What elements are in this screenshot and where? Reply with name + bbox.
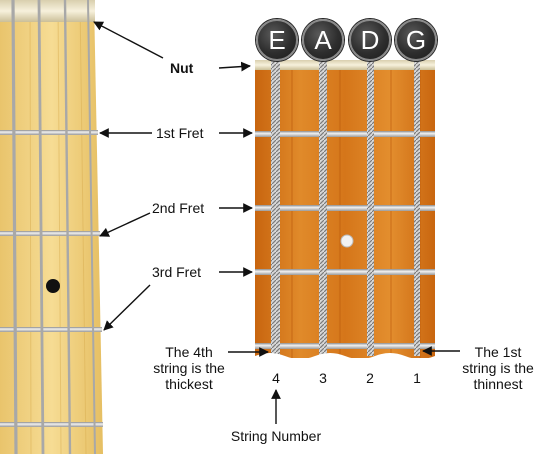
thickest-note: The 4th string is the thickest (148, 344, 230, 392)
string-3 (319, 50, 327, 356)
maple-string-4 (11, 0, 18, 454)
fret1-label: 1st Fret (156, 125, 204, 141)
maple-position-dot (46, 279, 60, 293)
fret2-arrow-left (99, 212, 151, 237)
rosewood-fretboard (255, 50, 435, 362)
note-badge-d: D (349, 19, 391, 61)
nut-label: Nut (170, 60, 194, 76)
thickest-line-3: thickest (165, 376, 213, 392)
maple-fret-2 (0, 231, 100, 236)
maple-string-2 (63, 0, 72, 454)
nut-arrow-left (93, 21, 164, 59)
maple-fret-4 (0, 422, 103, 427)
string-4 (271, 50, 280, 356)
thinnest-note: The 1st string is the thinnest (456, 344, 540, 392)
thickest-line-2: string is the (153, 360, 225, 376)
nut-arrow-right (218, 61, 251, 72)
string-2 (367, 50, 374, 356)
maple-string-1 (87, 0, 96, 454)
rosewood-nut (255, 60, 435, 70)
thinnest-line-2: string is the (462, 360, 534, 376)
callout-arrows (93, 21, 460, 424)
string-1 (414, 50, 420, 356)
maple-fingerboard (0, 0, 103, 454)
torn-edge (255, 353, 435, 362)
fret2-label: 2nd Fret (152, 200, 205, 216)
maple-nut (0, 0, 95, 22)
note-badge-g: G (395, 19, 437, 61)
maple-fret-1 (0, 130, 98, 135)
rosewood-fret-1 (255, 131, 435, 137)
thinnest-line-3: thinnest (473, 376, 523, 392)
string-number-2: 2 (366, 370, 374, 386)
rosewood-position-dot (340, 234, 354, 248)
note-badge-e: E (256, 19, 298, 61)
rosewood-fret-3 (255, 269, 435, 275)
thickest-line-1: The 4th (165, 344, 213, 360)
fret3-arrow-left (103, 284, 151, 331)
maple-fret-3 (0, 327, 102, 332)
rosewood-fret-4 (255, 343, 435, 349)
string-number-caption: String Number (230, 428, 322, 444)
note-badge-a: A (302, 19, 344, 61)
wood-grain (29, 0, 87, 454)
rosewood-board (255, 68, 435, 358)
maple-neck (0, 0, 103, 454)
string-number-4: 4 (272, 370, 280, 386)
string-number-3: 3 (319, 370, 327, 386)
fret3-label: 3rd Fret (152, 264, 202, 280)
maple-string-3 (37, 0, 45, 454)
rosewood-fret-2 (255, 205, 435, 211)
string-number-1: 1 (413, 370, 421, 386)
thinnest-line-1: The 1st (474, 344, 522, 360)
